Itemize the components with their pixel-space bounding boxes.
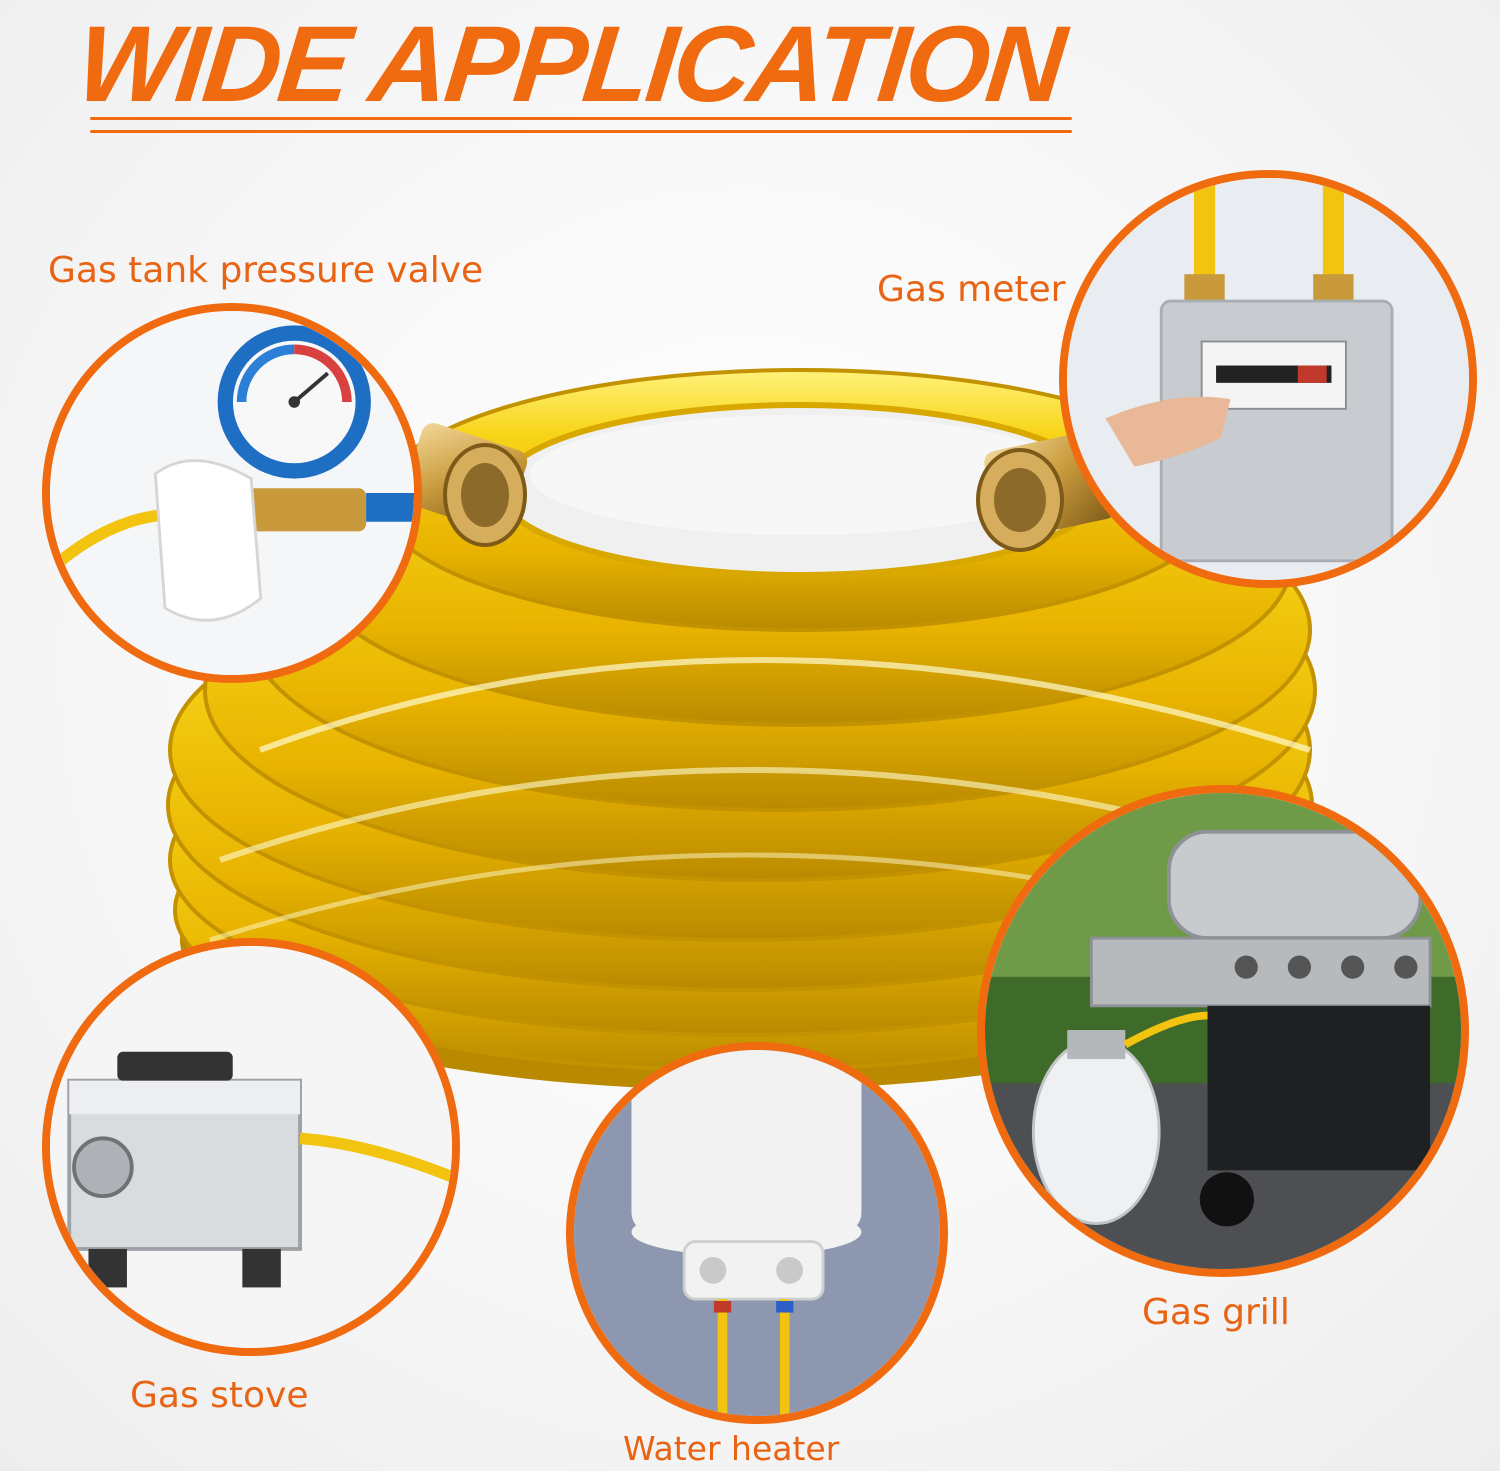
water-heater-icon	[566, 1042, 948, 1424]
page-title: WIDE APPLICATION	[71, 3, 1069, 124]
brass-fitting-right	[976, 430, 1116, 552]
brass-fitting-left	[402, 423, 528, 547]
title-underline-top	[90, 117, 1072, 120]
label-gas-tank-pressure-valve: Gas tank pressure valve	[48, 250, 484, 291]
gas-grill-icon	[977, 785, 1469, 1277]
gas-stove-icon	[42, 938, 460, 1356]
gas-meter-icon	[1059, 170, 1477, 588]
label-gas-grill: Gas grill	[1142, 1292, 1290, 1333]
label-gas-stove: Gas stove	[130, 1375, 309, 1416]
label-gas-meter: Gas meter	[877, 269, 1066, 310]
label-water-heater: Water heater	[623, 1429, 840, 1468]
pressure-gauge-icon	[42, 303, 422, 683]
title-underline-bottom	[90, 130, 1072, 133]
gas-hose-coil-image	[140, 300, 1370, 1120]
